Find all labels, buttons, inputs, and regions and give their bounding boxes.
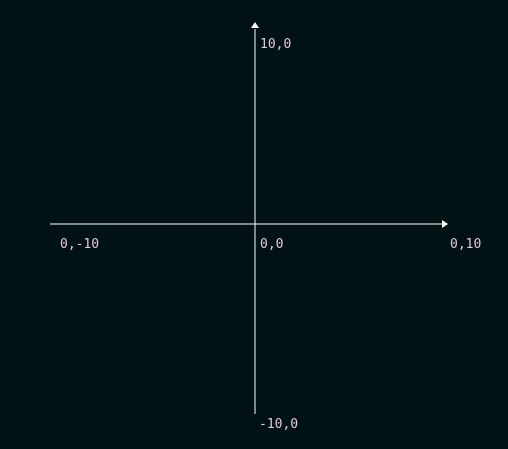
y-min-label: -10,0	[259, 417, 299, 432]
y-axis-arrow-icon	[251, 22, 259, 28]
x-max-label: 0,10	[450, 237, 482, 252]
origin-label: 0,0	[260, 237, 284, 252]
y-max-label: 10,0	[260, 37, 292, 52]
x-axis-arrow-icon	[442, 220, 448, 228]
x-min-label: 0,-10	[60, 237, 100, 252]
